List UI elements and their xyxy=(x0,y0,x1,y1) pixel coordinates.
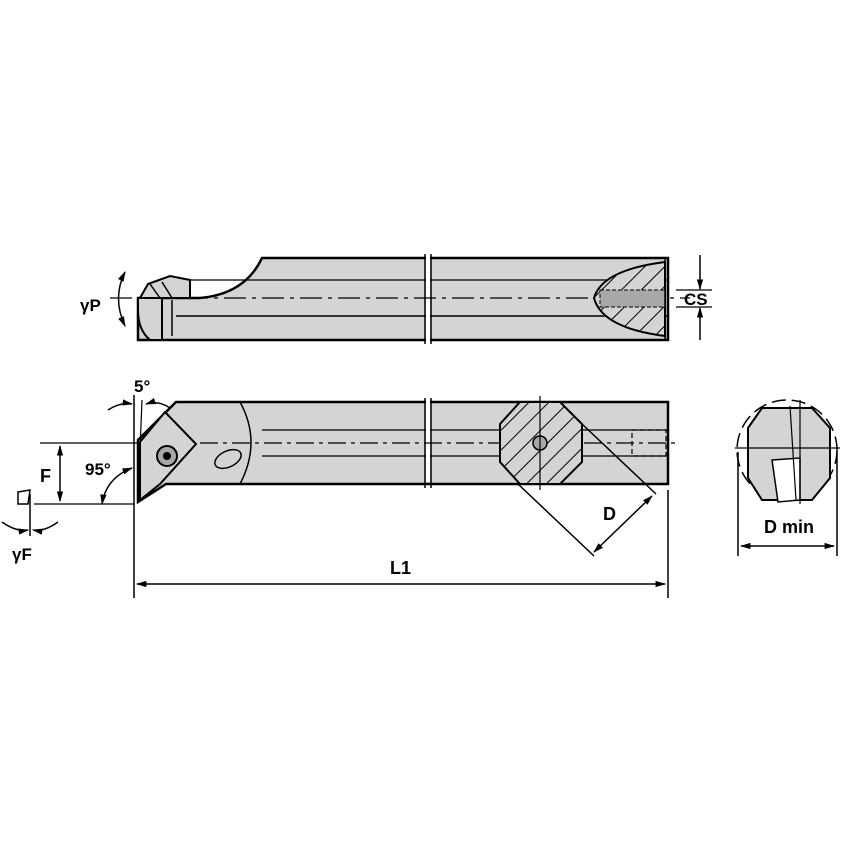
label-5-degrees: 5° xyxy=(134,377,150,396)
side-view: γP CS xyxy=(80,254,712,344)
label-l1: L1 xyxy=(390,558,411,578)
bar-body-plan xyxy=(136,400,670,505)
label-gamma-p: γP xyxy=(80,296,101,315)
label-cs: CS xyxy=(684,290,708,309)
end-view: D min xyxy=(735,399,840,556)
label-d-min: D min xyxy=(764,517,814,537)
label-95-degrees: 95° xyxy=(85,460,111,479)
label-d: D xyxy=(603,504,616,524)
l1-dimension: L1 xyxy=(135,558,667,588)
bar-body-side xyxy=(136,256,670,342)
label-f: F xyxy=(40,466,51,486)
plan-view: D 5° F 95° γF xyxy=(1,377,680,598)
label-gamma-f: γF xyxy=(12,545,32,564)
